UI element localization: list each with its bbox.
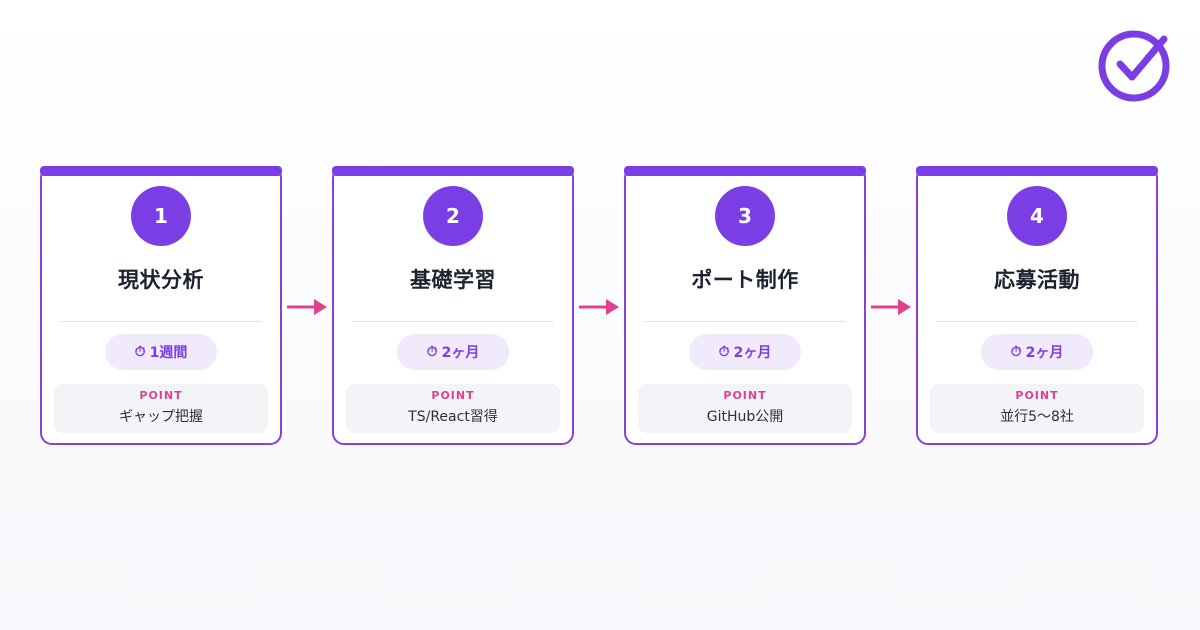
- arrow-right-icon: [287, 299, 327, 315]
- point-text: TS/React習得: [408, 409, 498, 425]
- check-circle-icon: [1098, 30, 1170, 102]
- point-label: POINT: [1015, 389, 1059, 402]
- point-label: POINT: [431, 389, 475, 402]
- step-title: 現状分析: [118, 268, 204, 292]
- step-card-2: 2 基礎学習 ⏱ 2ヶ月 POINT TS/React習得: [332, 166, 574, 445]
- divider: [352, 321, 554, 322]
- point-box: POINT TS/React習得: [346, 384, 560, 433]
- point-label: POINT: [723, 389, 767, 402]
- stopwatch-icon: ⏱: [1010, 344, 1022, 360]
- point-label: POINT: [139, 389, 183, 402]
- divider: [60, 321, 262, 322]
- duration-text: 2ヶ月: [441, 345, 480, 361]
- card-accent-bar: [332, 166, 574, 176]
- step-card-3: 3 ポート制作 ⏱ 2ヶ月 POINT GitHub公開: [624, 166, 866, 445]
- divider: [936, 321, 1138, 322]
- point-text: 並行5〜8社: [1000, 409, 1074, 425]
- duration-badge: ⏱ 2ヶ月: [689, 334, 801, 370]
- step-number-badge: 3: [715, 186, 775, 246]
- point-box: POINT ギャップ把握: [54, 384, 268, 433]
- duration-text: 2ヶ月: [733, 345, 772, 361]
- arrow-right-icon: [579, 299, 619, 315]
- stopwatch-icon: ⏱: [426, 344, 438, 360]
- step-number-badge: 1: [131, 186, 191, 246]
- point-text: GitHub公開: [706, 409, 784, 425]
- step-number-badge: 4: [1007, 186, 1067, 246]
- step-title: 基礎学習: [410, 268, 496, 292]
- duration-text: 1週間: [149, 345, 188, 361]
- duration-badge: ⏱ 1週間: [105, 334, 217, 370]
- point-text: ギャップ把握: [119, 409, 203, 425]
- duration-badge: ⏱ 2ヶ月: [397, 334, 509, 370]
- arrow-right-icon: [871, 299, 911, 315]
- step-title: 応募活動: [994, 268, 1080, 292]
- point-box: POINT GitHub公開: [638, 384, 852, 433]
- step-number-badge: 2: [423, 186, 483, 246]
- stopwatch-icon: ⏱: [718, 344, 730, 360]
- card-accent-bar: [624, 166, 866, 176]
- stopwatch-icon: ⏱: [134, 344, 146, 360]
- step-card-4: 4 応募活動 ⏱ 2ヶ月 POINT 並行5〜8社: [916, 166, 1158, 445]
- duration-badge: ⏱ 2ヶ月: [981, 334, 1093, 370]
- step-title: ポート制作: [691, 268, 799, 292]
- step-card-1: 1 現状分析 ⏱ 1週間 POINT ギャップ把握: [40, 166, 282, 445]
- card-accent-bar: [40, 166, 282, 176]
- duration-text: 2ヶ月: [1025, 345, 1064, 361]
- divider: [644, 321, 846, 322]
- point-box: POINT 並行5〜8社: [930, 384, 1144, 433]
- card-accent-bar: [916, 166, 1158, 176]
